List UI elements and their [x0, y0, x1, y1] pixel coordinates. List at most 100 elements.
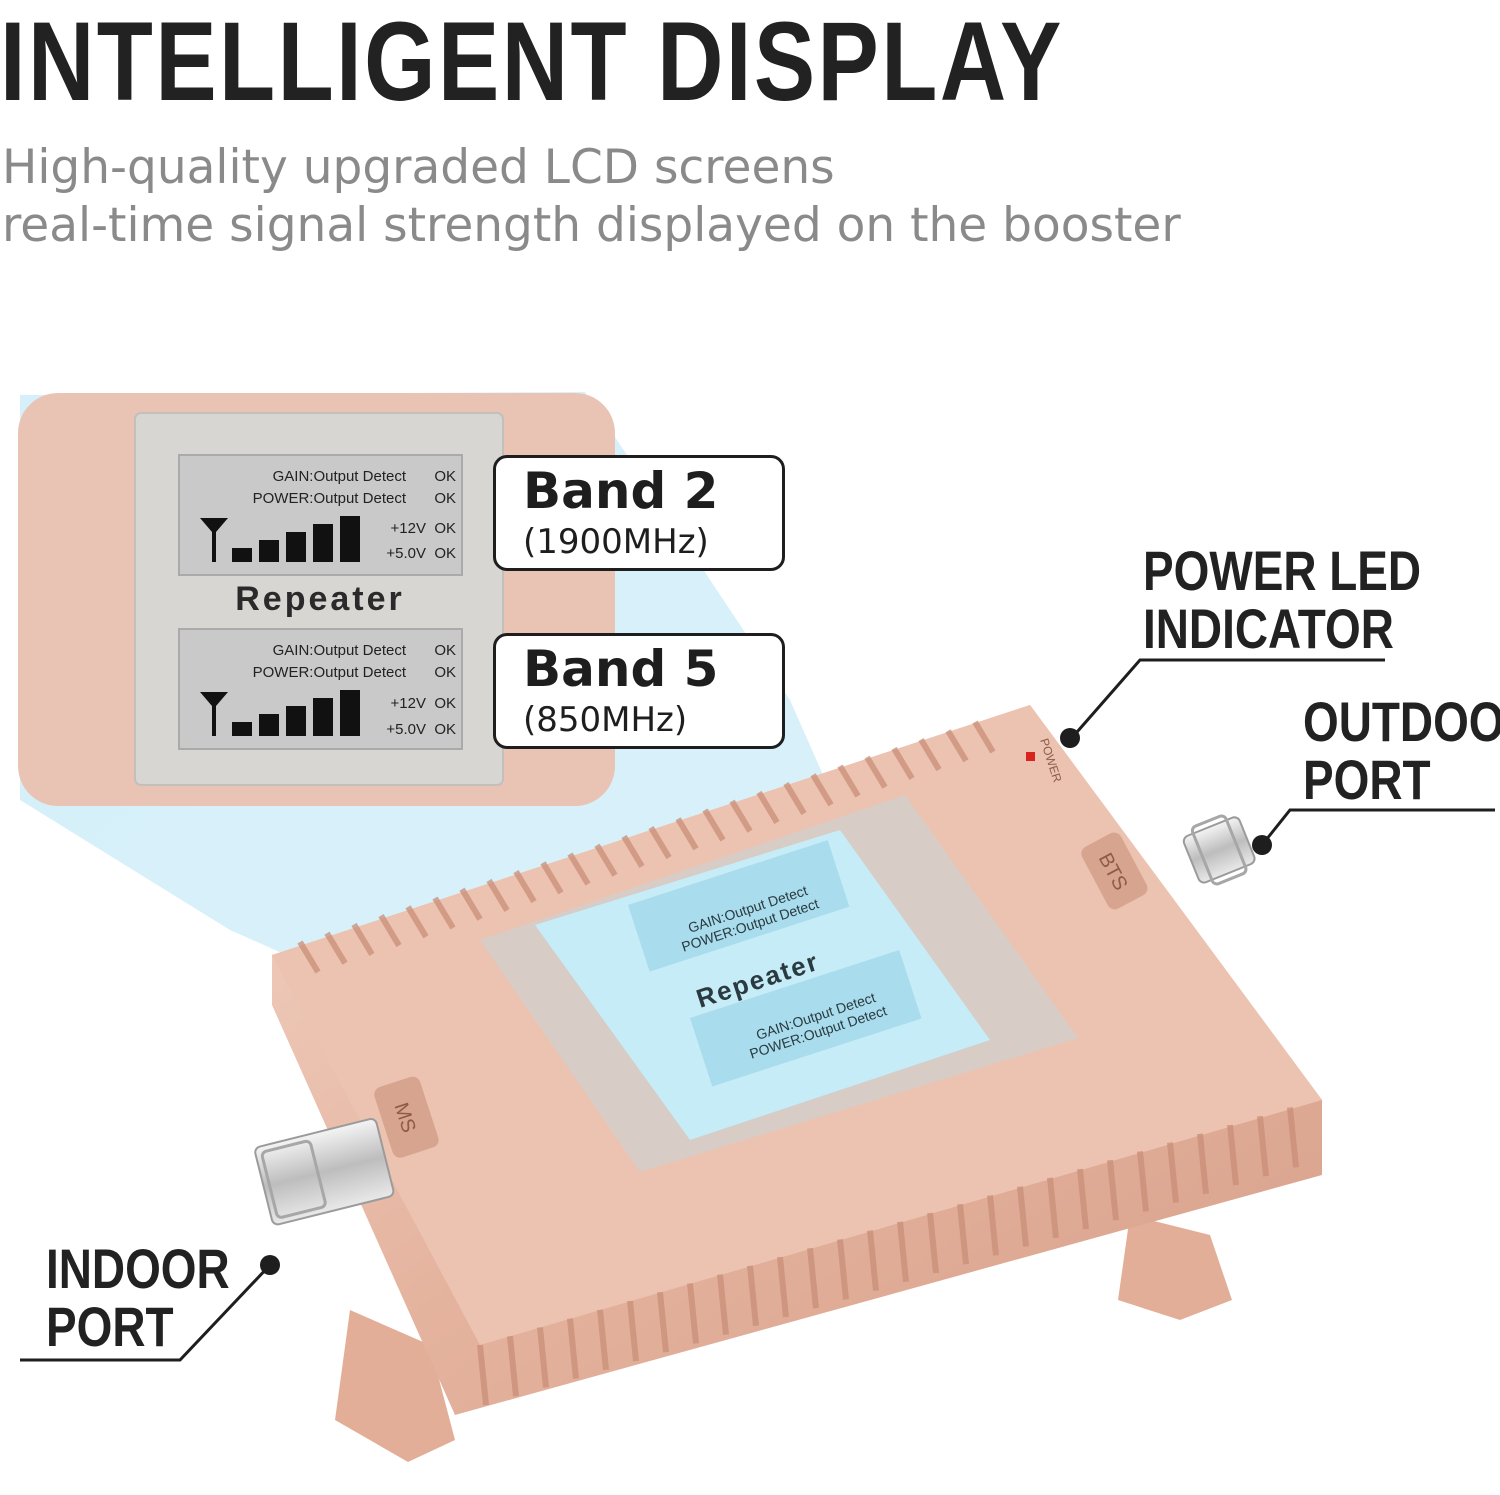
fin-front [747, 1265, 759, 1327]
fin-front [1107, 1159, 1119, 1221]
fin-front [627, 1300, 639, 1362]
fin-top [540, 861, 564, 895]
fin-top [675, 817, 699, 851]
ms-plate: MS [374, 1076, 439, 1158]
fin-front [597, 1309, 609, 1371]
fin-front [1257, 1115, 1269, 1177]
fin-top [567, 852, 591, 886]
band-5-name: Band 5 [523, 640, 719, 698]
band-5-box: Band 5 (850MHz) [493, 633, 785, 749]
callout-indoor-port-line-2: PORT [46, 1295, 174, 1358]
callout-indoor-port-line-1: INDOOR [46, 1237, 230, 1300]
leader-line-indoor [20, 1263, 272, 1362]
fin-top [324, 931, 348, 965]
fin-top [837, 764, 861, 798]
fin-front [657, 1291, 669, 1353]
cooling-fins [297, 720, 1299, 1406]
leader-dot-outdoor [1252, 835, 1272, 855]
zoom-top-gain-status: OK [434, 468, 456, 485]
leader-line-outdoor [1260, 808, 1495, 846]
callout-indoor-port: INDOOR PORT [46, 1240, 230, 1356]
zoom-bottom-power-status: OK [434, 664, 456, 681]
signal-bar-3 [286, 532, 306, 562]
band-2-box: Band 2 (1900MHz) [493, 455, 785, 571]
fin-top [405, 905, 429, 939]
fin-front [957, 1203, 969, 1265]
zoom-bottom-5v-label: +5.0V [386, 721, 426, 738]
fin-top [513, 870, 537, 904]
zoom-top-power-status: OK [434, 490, 456, 507]
fin-front [1227, 1124, 1239, 1186]
fin-front [717, 1274, 729, 1335]
fin-front [1137, 1151, 1149, 1212]
fin-front [687, 1283, 699, 1344]
fin-top [810, 773, 834, 807]
subtitle-line-1: High-quality upgraded LCD screens [2, 140, 835, 195]
leader-dot-indoor [260, 1255, 280, 1275]
fin-front [1077, 1168, 1089, 1230]
zoom-top-5v-status: OK [434, 545, 456, 562]
fin-top [378, 914, 402, 948]
signal-bar-4 [313, 524, 333, 562]
zoom-top-12v-label: +12V [391, 520, 426, 537]
fin-front [1197, 1133, 1209, 1195]
band-2-freq: (1900MHz) [523, 522, 709, 562]
subtitle-line-2: real-time signal strength displayed on t… [2, 198, 1181, 253]
fin-top [891, 746, 915, 780]
fin-top [459, 887, 483, 921]
fin-top [351, 922, 375, 956]
signal-bar-3 [286, 706, 306, 736]
fin-front [1167, 1142, 1179, 1203]
zoom-bottom-12v-status: OK [434, 695, 456, 712]
fin-top [864, 755, 888, 789]
antenna-icon [200, 692, 228, 736]
callout-outdoor-port-line-1: OUTDOOR [1303, 690, 1500, 753]
power-led [1026, 752, 1035, 761]
fin-front [777, 1256, 789, 1318]
callout-outdoor-port-line-2: PORT [1303, 748, 1431, 811]
signal-bar-5 [340, 516, 360, 562]
fin-top [648, 826, 672, 860]
zoom-top-5v-label: +5.0V [386, 545, 426, 562]
mount-flange-left [335, 1310, 455, 1462]
fin-front [567, 1318, 579, 1379]
callout-power-led-line-1: POWER LED [1143, 539, 1422, 602]
signal-bars-bottom [200, 690, 360, 736]
band-2-name: Band 2 [523, 462, 719, 520]
mount-flange-right [1118, 1215, 1232, 1320]
signal-bar-2 [259, 714, 279, 736]
fin-top [918, 738, 942, 772]
fin-front [1287, 1107, 1299, 1168]
fin-top [702, 808, 726, 842]
fin-front [867, 1230, 879, 1291]
fin-top [432, 896, 456, 930]
fin-front [807, 1247, 819, 1309]
zoom-bottom-12v-label: +12V [391, 695, 426, 712]
fin-top [972, 720, 996, 754]
bts-plate: BTS [1081, 832, 1148, 910]
leader-dot-power-led [1060, 728, 1080, 748]
device-lcd-screen-bottom [690, 950, 922, 1087]
fin-top [756, 790, 780, 824]
fin-front [837, 1239, 849, 1300]
fin-front [897, 1221, 909, 1283]
signal-bar-1 [232, 722, 252, 736]
zoom-top-12v-status: OK [434, 520, 456, 537]
fin-top [594, 843, 618, 877]
fin-top [297, 940, 321, 974]
fin-front [927, 1212, 939, 1274]
outdoor-connector [1182, 814, 1256, 886]
fin-front [537, 1327, 549, 1388]
signal-bar-2 [259, 540, 279, 562]
indoor-connector [254, 1118, 395, 1226]
zoom-bottom-gain-label: GAIN:Output Detect [273, 642, 407, 659]
zoom-repeater-label: Repeater [235, 580, 405, 618]
fin-top [621, 834, 645, 868]
band-5-freq: (850MHz) [523, 700, 688, 740]
antenna-icon [200, 518, 228, 562]
leader-line-power-led [1068, 658, 1385, 741]
fin-front [507, 1335, 519, 1397]
zoom-top-power-label: POWER:Output Detect [253, 490, 407, 507]
headline: INTELLIGENT DISPLAY [0, 0, 1064, 124]
